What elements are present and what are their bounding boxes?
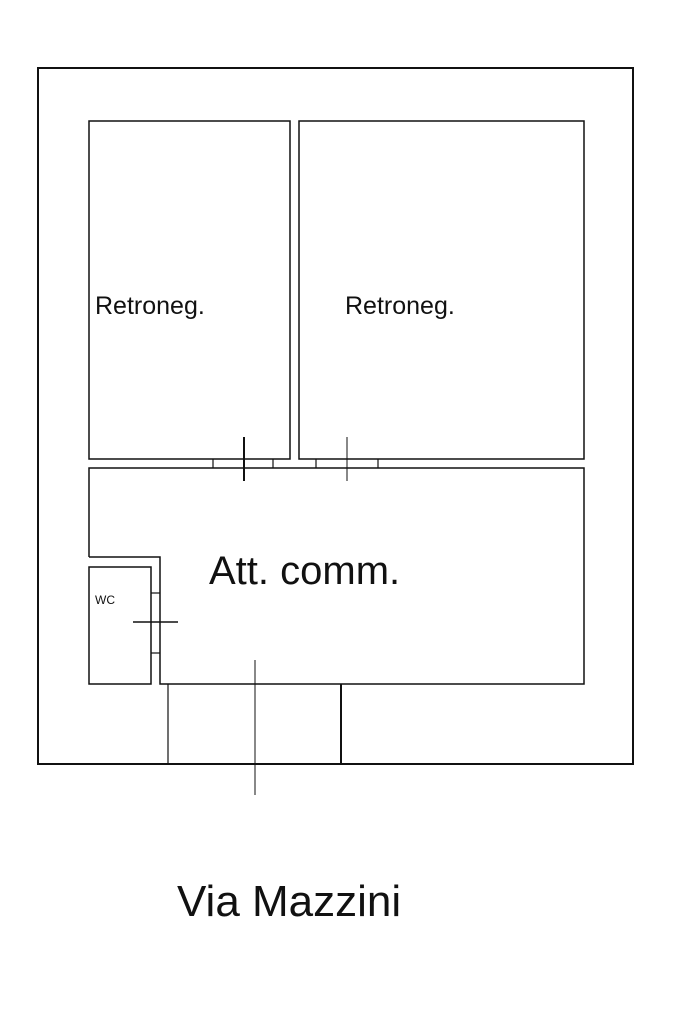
room-wc-walls: [88, 566, 152, 685]
room-retroneg-right: [298, 120, 585, 460]
outer-boundary: [37, 67, 634, 765]
wall-ticks: [151, 459, 379, 654]
room-retroneg-left: [88, 120, 291, 460]
room-left-label: Retroneg.: [95, 292, 205, 320]
main-room-label: Att. comm.: [209, 549, 400, 593]
street-label: Via Mazzini: [177, 877, 401, 926]
wc-label: WC: [95, 593, 115, 607]
room-right-label: Retroneg.: [345, 292, 455, 320]
room-att-comm-walls: [88, 467, 585, 685]
